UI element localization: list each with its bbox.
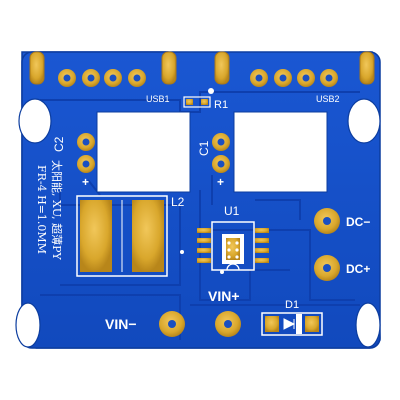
vin-minus-terminal: VIN− xyxy=(105,311,185,337)
diode-symbol-icon xyxy=(283,318,296,330)
dc-plus-label: DC+ xyxy=(346,262,370,276)
vin-plus-label: VIN+ xyxy=(208,288,240,304)
ic-u1: U1 xyxy=(197,204,269,271)
capacitor-c2-pad xyxy=(96,111,191,193)
resistor-r1: R1 xyxy=(183,96,228,111)
mounting-hole-bottom-left xyxy=(15,302,41,348)
capacitor-c1-pad xyxy=(233,111,328,193)
c2-label: C2 xyxy=(52,136,66,152)
usb1-connector: USB1 xyxy=(29,51,177,104)
silkscreen-text: 太阳能, XU, 超薄PY FR-4 H=1.0MM xyxy=(35,160,64,260)
r1-label: R1 xyxy=(214,99,228,111)
vin-minus-label: VIN− xyxy=(105,316,137,332)
vias xyxy=(180,250,224,274)
capacitor-c1: C1 + xyxy=(197,133,230,189)
usb1-label: USB1 xyxy=(146,94,170,104)
dc-plus-terminal: DC+ xyxy=(314,255,370,281)
d1-label: D1 xyxy=(285,299,299,311)
diode-d1: D1 xyxy=(261,299,323,336)
dc-minus-terminal: DC− xyxy=(314,208,370,234)
c2-plus-label: + xyxy=(82,175,89,189)
c1-label: C1 xyxy=(197,140,211,156)
mounting-hole-top-right xyxy=(347,98,381,144)
inductor-l2: L2 xyxy=(76,195,185,277)
usb2-connector: USB2 xyxy=(214,51,375,104)
mounting-hole-top-left xyxy=(18,98,52,144)
mounting-holes xyxy=(15,98,381,348)
l2-label: L2 xyxy=(171,195,185,209)
capacitor-c2: C2 + xyxy=(52,133,95,189)
silkscreen-line-2: FR-4 H=1.0MM xyxy=(35,165,48,254)
usb2-label: USB2 xyxy=(316,94,340,104)
dc-minus-label: DC− xyxy=(346,215,370,229)
c1-plus-label: + xyxy=(217,175,224,189)
u1-label: U1 xyxy=(224,204,240,218)
vin-plus-terminal: VIN+ xyxy=(208,288,241,337)
mounting-hole-bottom-right xyxy=(355,302,381,348)
via xyxy=(208,88,214,94)
silkscreen-line-1: 太阳能, XU, 超薄PY xyxy=(50,160,64,260)
